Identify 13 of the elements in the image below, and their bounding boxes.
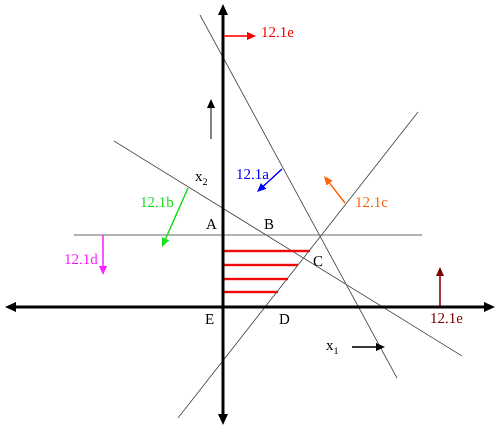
constraint-label: 12.1e bbox=[261, 26, 294, 41]
constraint-label: 12.1b bbox=[140, 196, 174, 211]
axis-label: x$_{2}$ bbox=[195, 170, 208, 188]
point-label: A bbox=[206, 218, 217, 233]
point-label: B bbox=[264, 218, 274, 233]
axis-label: x$_{1}$ bbox=[326, 339, 338, 357]
constraint-label: 12.1a bbox=[236, 168, 269, 183]
point-label: C bbox=[313, 255, 324, 270]
constraint-label: 12.1e bbox=[430, 312, 463, 327]
constraint-label: 12.1c bbox=[355, 196, 388, 211]
constraint-label: 12.1d bbox=[64, 253, 98, 268]
point-label: D bbox=[279, 313, 290, 328]
point-label: E bbox=[205, 313, 214, 328]
